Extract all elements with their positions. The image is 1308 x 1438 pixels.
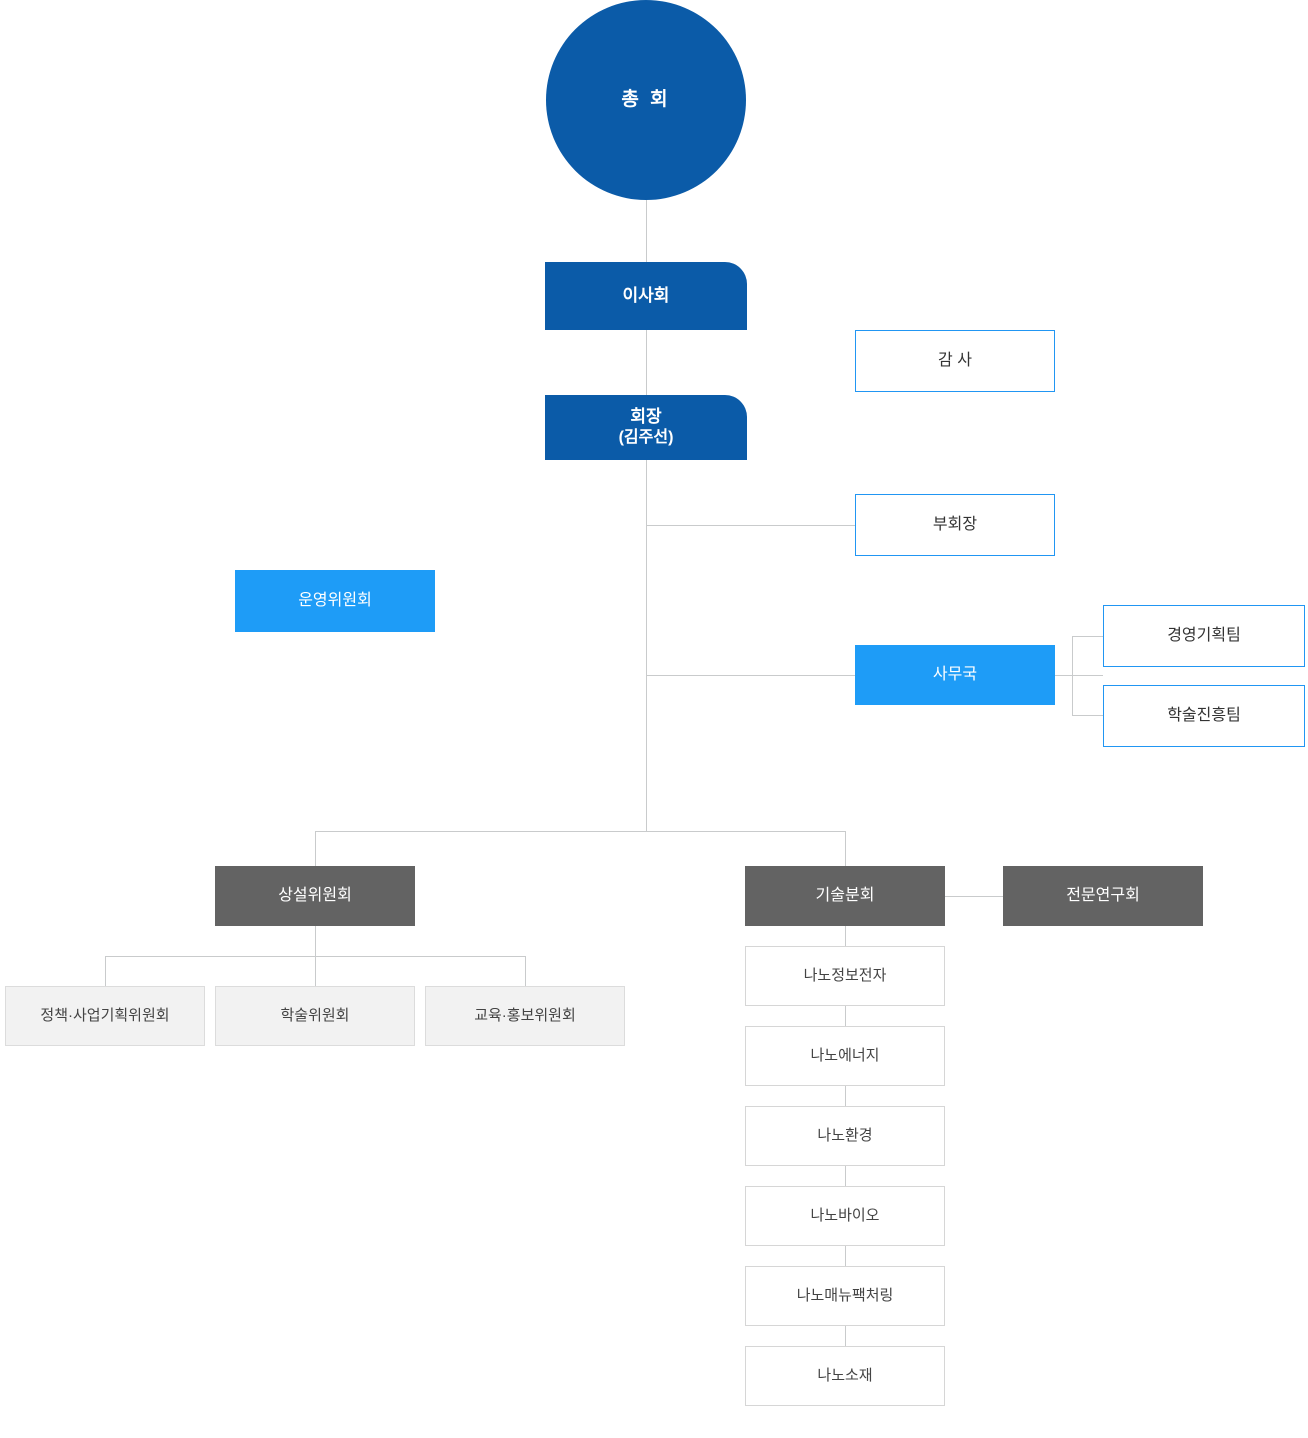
node-policy-planning-committee-label: 정책·사업기획위원회	[40, 1007, 170, 1025]
connector-assembly-board	[646, 200, 647, 262]
node-management-planning-team[interactable]: 경영기획팀	[1103, 605, 1305, 667]
node-nano-info-electronics-label: 나노정보전자	[803, 967, 887, 985]
node-research-group-label: 전문연구회	[1066, 886, 1140, 904]
node-education-pr-committee-label: 교육·홍보위원회	[474, 1007, 576, 1025]
connector-president-secretariat	[646, 675, 856, 676]
node-nano-materials[interactable]: 나노소재	[745, 1346, 945, 1406]
connector-standing-child-2	[315, 956, 316, 986]
connector-bus-to-standing	[315, 831, 316, 866]
node-technical-branch[interactable]: 기술분회	[745, 866, 945, 926]
node-vice-president[interactable]: 부회장	[855, 494, 1055, 556]
node-academic-promotion-team[interactable]: 학술진흥팀	[1103, 685, 1305, 747]
node-standing-committee[interactable]: 상설위원회	[215, 866, 415, 926]
node-technical-branch-label: 기술분회	[815, 886, 875, 904]
connector-president-vicepresident	[646, 525, 856, 526]
node-auditor-label: 감 사	[938, 351, 972, 369]
connector-board-president	[646, 330, 647, 395]
node-academic-committee-label: 학술위원회	[280, 1007, 350, 1025]
node-nano-manufacturing[interactable]: 나노매뉴팩처링	[745, 1266, 945, 1326]
node-vice-president-label: 부회장	[932, 515, 978, 533]
connector-nano-2-3	[845, 1086, 846, 1106]
node-standing-committee-label: 상설위원회	[278, 886, 352, 904]
connector-secretariat-stub	[1055, 675, 1103, 676]
node-board-of-directors-label: 이사회	[622, 285, 670, 305]
node-research-group[interactable]: 전문연구회	[1003, 866, 1203, 926]
connector-nano-4-5	[845, 1246, 846, 1266]
connector-nano-3-4	[845, 1166, 846, 1186]
node-education-pr-committee[interactable]: 교육·홍보위원회	[425, 986, 625, 1046]
connector-secretariat-team-academic	[1072, 715, 1103, 716]
connector-president-trunk	[646, 460, 647, 831]
node-nano-energy[interactable]: 나노에너지	[745, 1026, 945, 1086]
node-nano-info-electronics[interactable]: 나노정보전자	[745, 946, 945, 1006]
connector-standing-child-1	[105, 956, 106, 986]
connector-secretariat-vertical	[1072, 636, 1073, 715]
node-president[interactable]: 회장 (김주선)	[545, 395, 747, 460]
node-secretariat[interactable]: 사무국	[855, 645, 1055, 705]
node-nano-bio[interactable]: 나노바이오	[745, 1186, 945, 1246]
node-nano-energy-label: 나노에너지	[810, 1047, 880, 1065]
node-steering-committee[interactable]: 운영위원회	[235, 570, 435, 632]
node-president-sublabel: (김주선)	[618, 429, 674, 447]
connector-techbranch-researchgroup	[945, 896, 1003, 897]
node-nano-materials-label: 나노소재	[817, 1367, 873, 1385]
connector-bottom-bus	[315, 831, 846, 832]
connector-nano-5-6	[845, 1326, 846, 1346]
node-steering-committee-label: 운영위원회	[298, 591, 372, 609]
node-secretariat-label: 사무국	[932, 665, 978, 683]
node-board-of-directors[interactable]: 이사회	[545, 262, 747, 330]
node-nano-manufacturing-label: 나노매뉴팩처링	[796, 1287, 894, 1305]
node-policy-planning-committee[interactable]: 정책·사업기획위원회	[5, 986, 205, 1046]
node-nano-environment[interactable]: 나노환경	[745, 1106, 945, 1166]
node-president-label: 회장	[630, 407, 662, 427]
connector-secretariat-team-mgmt	[1072, 636, 1103, 637]
node-assembly-label: 총 회	[621, 88, 671, 110]
node-management-planning-team-label: 경영기획팀	[1167, 626, 1241, 644]
connector-bus-to-techbranch	[845, 831, 846, 866]
node-auditor[interactable]: 감 사	[855, 330, 1055, 392]
node-academic-promotion-team-label: 학술진흥팀	[1167, 706, 1241, 724]
connector-techbranch-nano-1	[845, 926, 846, 946]
connector-nano-1-2	[845, 1006, 846, 1026]
node-assembly[interactable]: 총 회	[546, 0, 746, 200]
node-nano-environment-label: 나노환경	[817, 1127, 873, 1145]
connector-standing-child-3	[525, 956, 526, 986]
node-nano-bio-label: 나노바이오	[810, 1207, 880, 1225]
connector-standing-down	[315, 926, 316, 956]
node-academic-committee[interactable]: 학술위원회	[215, 986, 415, 1046]
